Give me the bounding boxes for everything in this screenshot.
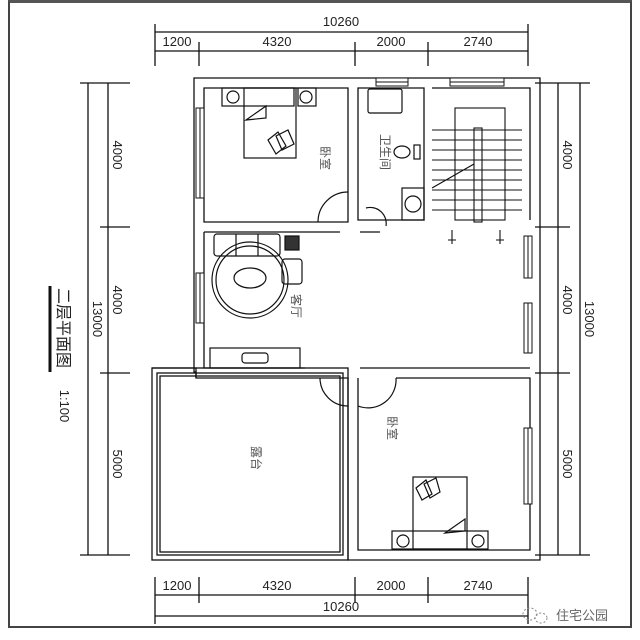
label-bathroom: 卫生间	[378, 134, 392, 170]
dim-bottom-3: 2000	[377, 578, 406, 593]
dim-top-3: 2000	[377, 34, 406, 49]
dim-bottom-2: 4320	[263, 578, 292, 593]
dim-left-1: 4000	[110, 141, 125, 170]
drawing-frame	[8, 0, 632, 628]
watermark: 住宅公园	[556, 609, 608, 624]
drawing-scale: 1:100	[57, 390, 72, 423]
dim-bottom-total: 10260	[323, 599, 359, 614]
label-living: 客厅	[289, 294, 304, 318]
dim-left-3: 5000	[110, 450, 125, 479]
dim-right-3: 5000	[560, 450, 575, 479]
staircase	[431, 107, 522, 244]
living-furniture	[209, 233, 303, 369]
label-bedroom-bottom: 卧室	[385, 416, 400, 440]
drawing-title: 二层平面图	[54, 288, 73, 368]
wechat-icon	[522, 607, 548, 624]
dim-bottom-4: 2740	[464, 578, 493, 593]
dim-top-total: 10260	[323, 14, 359, 29]
bed-top	[221, 87, 317, 159]
label-bedroom-top: 卧室	[318, 146, 333, 170]
label-terrace: 露台	[249, 446, 264, 470]
bathroom-fixtures	[367, 88, 425, 221]
dim-right-total: 13000	[582, 301, 597, 337]
dim-left-total: 13000	[90, 301, 105, 337]
dim-top-4: 2740	[464, 34, 493, 49]
bed-bottom	[391, 476, 489, 550]
dim-right-2: 4000	[560, 286, 575, 315]
dim-left-2: 4000	[110, 286, 125, 315]
dim-top-2: 4320	[263, 34, 292, 49]
dim-bottom-1: 1200	[163, 578, 192, 593]
dim-top-1: 1200	[163, 34, 192, 49]
dim-right-1: 4000	[560, 141, 575, 170]
